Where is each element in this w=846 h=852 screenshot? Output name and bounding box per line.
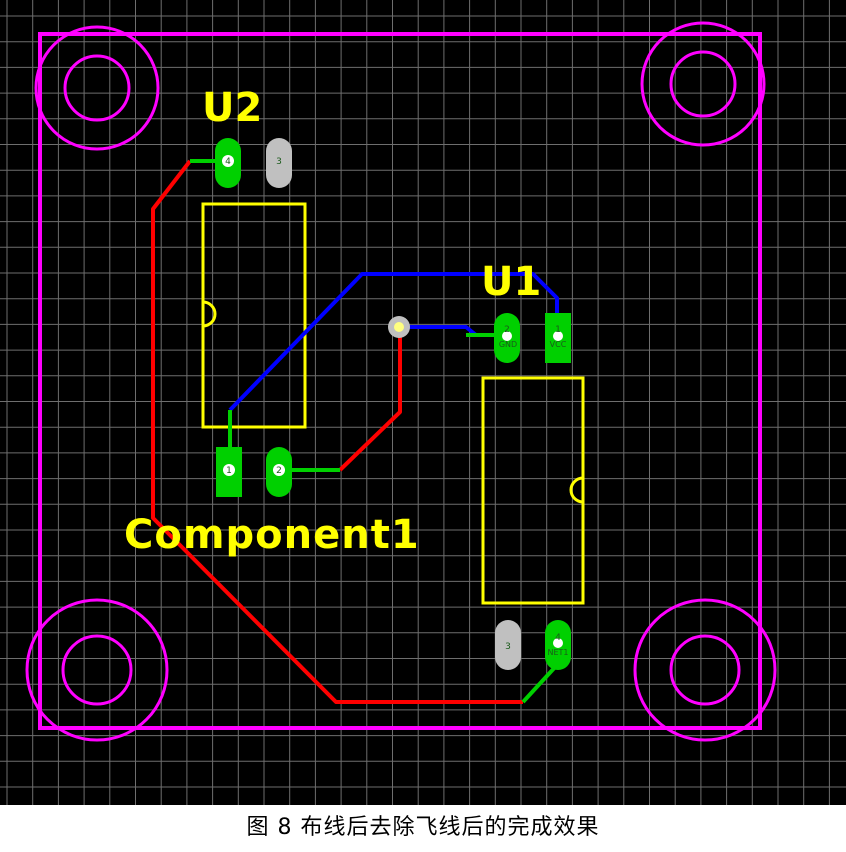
board-background — [0, 0, 846, 805]
u2-body-outline — [201, 202, 307, 429]
via[interactable] — [388, 316, 410, 338]
top-layer-trace-net1[interactable] — [151, 159, 523, 704]
u1-body-outline — [481, 376, 585, 605]
u2-pad-3[interactable]: 3 — [266, 138, 292, 188]
u2-pad-4[interactable]: 4 — [215, 138, 241, 188]
u2-pad-2-number: 2 — [276, 466, 282, 476]
u1-pad-4-number: 4 — [555, 633, 561, 643]
component-comment: Component1 — [124, 512, 420, 558]
u1-pad-3-number: 3 — [505, 642, 511, 652]
board-outline — [38, 32, 762, 730]
u1-pad-1[interactable]: 1 VCC — [545, 313, 571, 363]
mounting-hole-bottom-left — [25, 598, 169, 742]
u1-pad-2-number: 2 — [504, 325, 510, 335]
u1-pad-4[interactable]: 4 NET1 — [545, 620, 571, 670]
u1-pad-1-number: 1 — [555, 325, 561, 335]
u2-pad-2[interactable]: 2 — [266, 447, 292, 497]
mounting-hole-top-right — [640, 21, 766, 147]
u1-pad-1-net: VCC — [550, 340, 567, 349]
u2-pad-4-number: 4 — [225, 157, 231, 167]
pcb-layout-view[interactable]: 4 3 1 2 2 GND 1 VCC 3 4 NET1 U2 U1 Compo… — [0, 0, 846, 805]
top-layer-trace-pad2[interactable] — [338, 328, 402, 472]
bottom-layer-trace[interactable] — [228, 272, 559, 412]
mounting-hole-bottom-right — [633, 598, 777, 742]
mounting-hole-top-left — [34, 25, 160, 151]
u1-designator: U1 — [481, 259, 541, 305]
u1-pad-2-net: GND — [499, 340, 517, 349]
u1-pad-4-net: NET1 — [547, 648, 568, 657]
u2-pad-3-number: 3 — [276, 157, 282, 167]
u2-pad-1-number: 1 — [226, 466, 232, 476]
u2-pad-1[interactable]: 1 — [216, 447, 242, 497]
figure-caption: 图 8 布线后去除飞线后的完成效果 — [246, 815, 600, 840]
u1-pad-2[interactable]: 2 GND — [494, 313, 520, 363]
u2-designator: U2 — [202, 85, 262, 131]
u1-pad-3[interactable]: 3 — [495, 620, 521, 670]
